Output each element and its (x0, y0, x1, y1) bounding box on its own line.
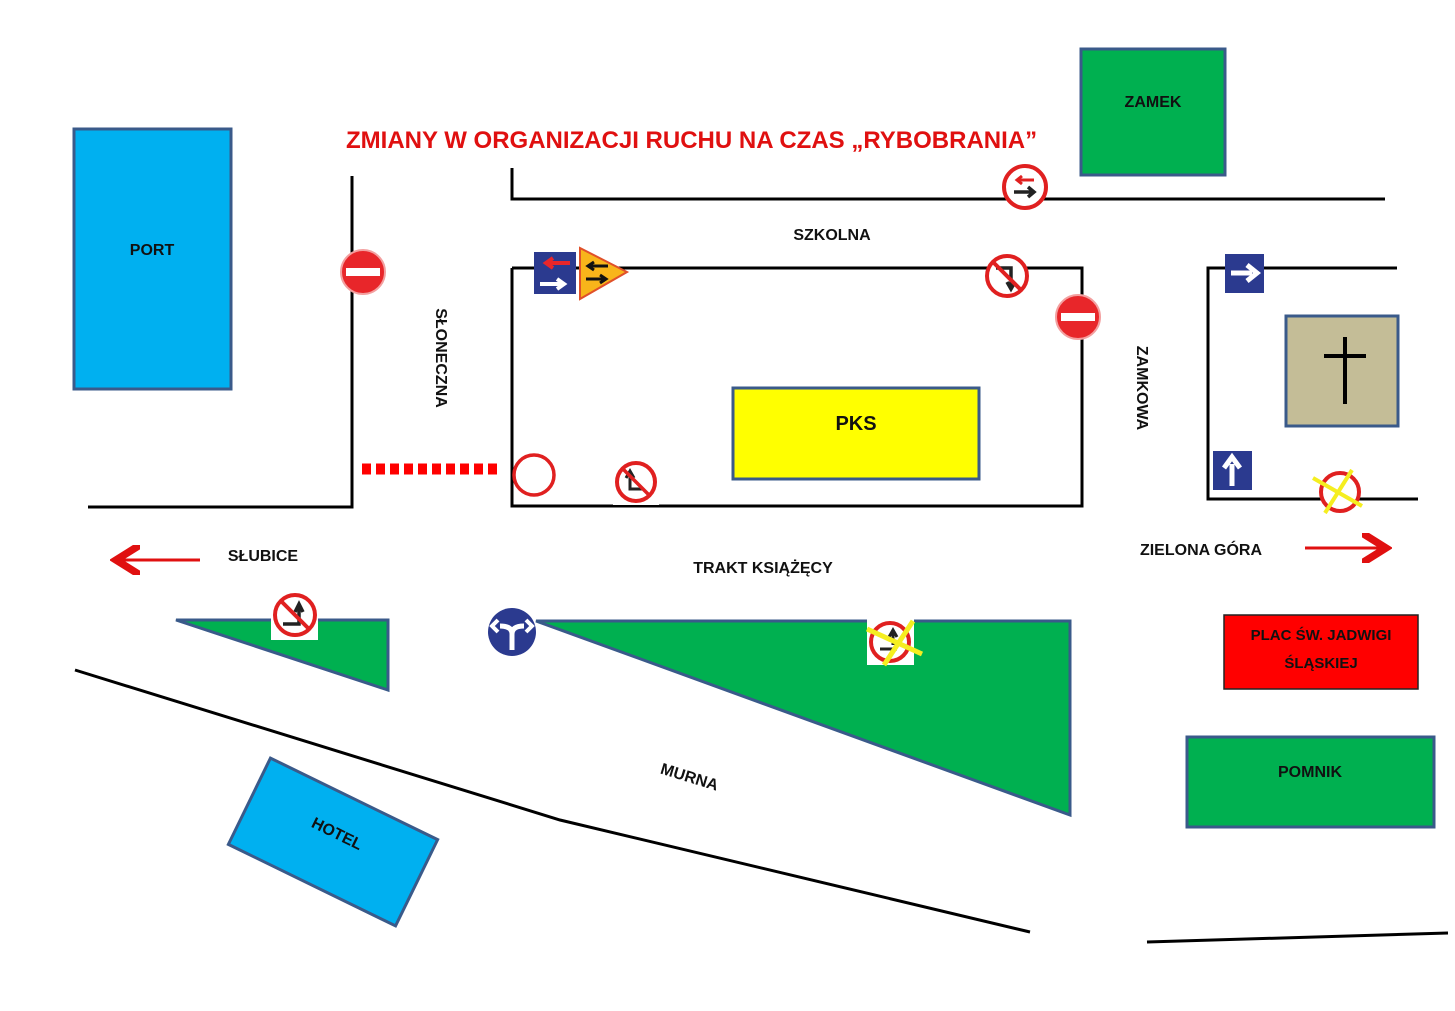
road-szkolna-north (510, 168, 1385, 201)
priority-oncoming-icon (1002, 164, 1048, 210)
svg-text:ZAMEK: ZAMEK (1125, 94, 1182, 111)
one-way-right-icon (1225, 254, 1264, 293)
cancelled-sign-icon (865, 619, 924, 667)
road-murna-east (1146, 931, 1449, 944)
building-port: PORT (72, 127, 233, 391)
street-label-murna: MURNA (658, 761, 720, 795)
mandatory-left-or-right-icon (488, 608, 536, 656)
no-left-turn-icon (613, 459, 659, 505)
cross-icon (1324, 337, 1366, 404)
no-vehicles-icon (512, 453, 556, 497)
svg-text:PLAC ŚW. JADWIGI: PLAC ŚW. JADWIGI (1251, 626, 1392, 644)
svg-text:POMNIK: POMNIK (1278, 764, 1342, 781)
building-zamek: ZAMEK (1079, 47, 1227, 177)
svg-text:ŚLĄSKIEJ: ŚLĄSKIEJ (1284, 654, 1357, 672)
pomnik: POMNIK (1185, 735, 1436, 829)
svg-text:PORT: PORT (130, 242, 175, 259)
no-right-turn-icon (985, 254, 1029, 298)
church (1284, 314, 1400, 428)
svg-text:PKS: PKS (835, 413, 876, 435)
cancelled-sign-icon (1312, 468, 1363, 515)
street-label-zamkowa: ZAMKOWA (1133, 346, 1150, 431)
green-area-east (535, 619, 1072, 818)
road-murna (74, 668, 1031, 934)
two-way-traffic-warning-icon (579, 246, 630, 301)
direction-slubice: SŁUBICE (228, 548, 299, 565)
direction-zielona-gora: ZIELONA GÓRA (1140, 540, 1263, 559)
no-entry-icon (1055, 294, 1101, 340)
street-label-szkolna: SZKOLNA (793, 227, 871, 244)
building-pks: PKS (731, 386, 981, 481)
road-block-pks (510, 266, 1084, 508)
one-way-up-icon (1213, 451, 1252, 490)
street-label-sloneczna: SŁONECZNA (432, 308, 449, 408)
no-entry-icon (340, 249, 386, 295)
plac-sw-jadwigi: PLAC ŚW. JADWIGI ŚLĄSKIEJ (1223, 614, 1419, 690)
two-way-info-icon (534, 252, 576, 294)
building-hotel: HOTEL (226, 756, 440, 928)
no-left-turn-icon (271, 593, 318, 640)
road-block-church (1206, 266, 1418, 501)
map-title: ZMIANY W ORGANIZACJI RUCHU NA CZAS „RYBO… (346, 127, 1037, 154)
street-label-trakt: TRAKT KSIĄŻĘCY (693, 559, 833, 577)
